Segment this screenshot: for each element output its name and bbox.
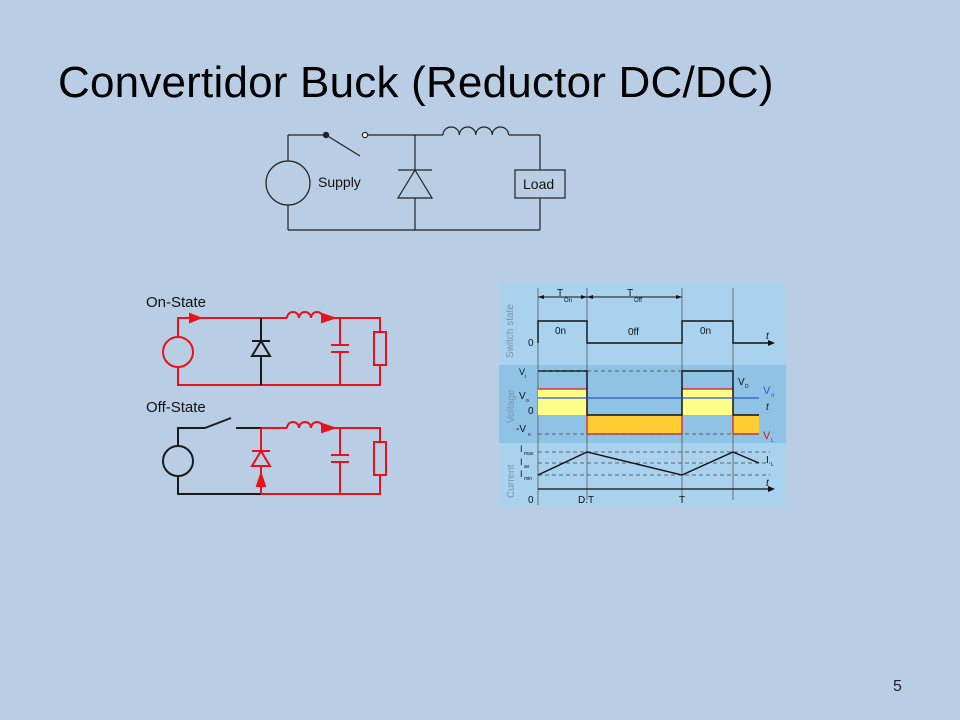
il-label: I [766, 455, 769, 466]
on-state-label: On-State [146, 294, 206, 311]
off-state-circuit [162, 417, 387, 495]
off-diode-arrow [255, 470, 267, 487]
off-diode [250, 449, 272, 467]
on-load [373, 331, 387, 366]
voltage-t: t [766, 402, 770, 413]
imin-label: I [520, 469, 523, 479]
off-state-label: Off-State [146, 399, 206, 416]
iav-label: I [520, 457, 523, 467]
vd-label: V [738, 377, 745, 388]
t-on-sub: On [564, 298, 572, 304]
off-inductor [286, 421, 324, 429]
on-inductor [286, 311, 324, 319]
supply-source-symbol [265, 160, 311, 206]
switch-waveform [537, 320, 768, 344]
imin-sub: min [524, 476, 532, 482]
waveform-diagram: Switch state T On T Off 0n 0ff 0n 0 t Vo… [499, 283, 786, 506]
slide-title: Convertidor Buck (Reductor DC/DC) [58, 58, 774, 107]
off-load [373, 441, 387, 476]
il-sub: L [771, 462, 774, 468]
vo-label: V [519, 391, 526, 402]
on-switch-arrow [189, 312, 203, 324]
switch-zero: 0 [528, 338, 534, 349]
switch-contact [361, 131, 369, 139]
vo-right-label: V [763, 385, 771, 397]
vi-sub: i [525, 374, 526, 380]
buck-circuit-top [265, 126, 566, 231]
vo-sub: o [526, 398, 529, 404]
current-zero: 0 [528, 495, 534, 506]
vi-label: V [519, 367, 525, 377]
neg-vo-sub: o [528, 432, 531, 438]
t-period-label: T [679, 495, 685, 506]
t-off-sub: Off [634, 298, 642, 304]
t-on-label: T [557, 288, 563, 299]
diode-triangle [396, 168, 434, 199]
imax-label: I [520, 444, 523, 454]
off-switch-blade [204, 417, 232, 429]
on-diode [250, 339, 272, 357]
panel-label-voltage: Voltage [506, 389, 517, 423]
current-t: t [766, 478, 770, 489]
neg-vo-label: -V [516, 424, 526, 435]
switch-on-1: 0n [555, 326, 566, 337]
load-box [514, 169, 566, 199]
dt-label: D.T [578, 495, 594, 506]
vd-waveform [538, 370, 759, 416]
on-source [162, 336, 194, 368]
panel-label-switch: Switch state [505, 304, 516, 358]
switch-on-2: 0n [700, 326, 711, 337]
switch-t: t [766, 331, 770, 342]
switch-blade [325, 134, 361, 157]
switch-off: 0ff [628, 327, 639, 338]
voltage-zero: 0 [528, 406, 534, 417]
t-off-label: T [627, 288, 633, 299]
inductor-symbol [442, 126, 510, 136]
off-source [162, 445, 194, 477]
load-label: Load [523, 176, 554, 192]
panel-label-current: Current [506, 464, 517, 498]
page-number: 5 [893, 678, 902, 695]
on-state-circuit [162, 311, 387, 386]
iav-sub: av [524, 464, 530, 470]
vl-sub: L [771, 438, 775, 444]
vd-sub: D [745, 384, 749, 390]
il-waveform [537, 451, 760, 476]
vo-right-sub: o [771, 393, 775, 399]
vl-label: V [763, 430, 771, 442]
imax-sub: max [524, 451, 534, 457]
voltage-fills [538, 389, 759, 434]
supply-label: Supply [318, 174, 361, 190]
